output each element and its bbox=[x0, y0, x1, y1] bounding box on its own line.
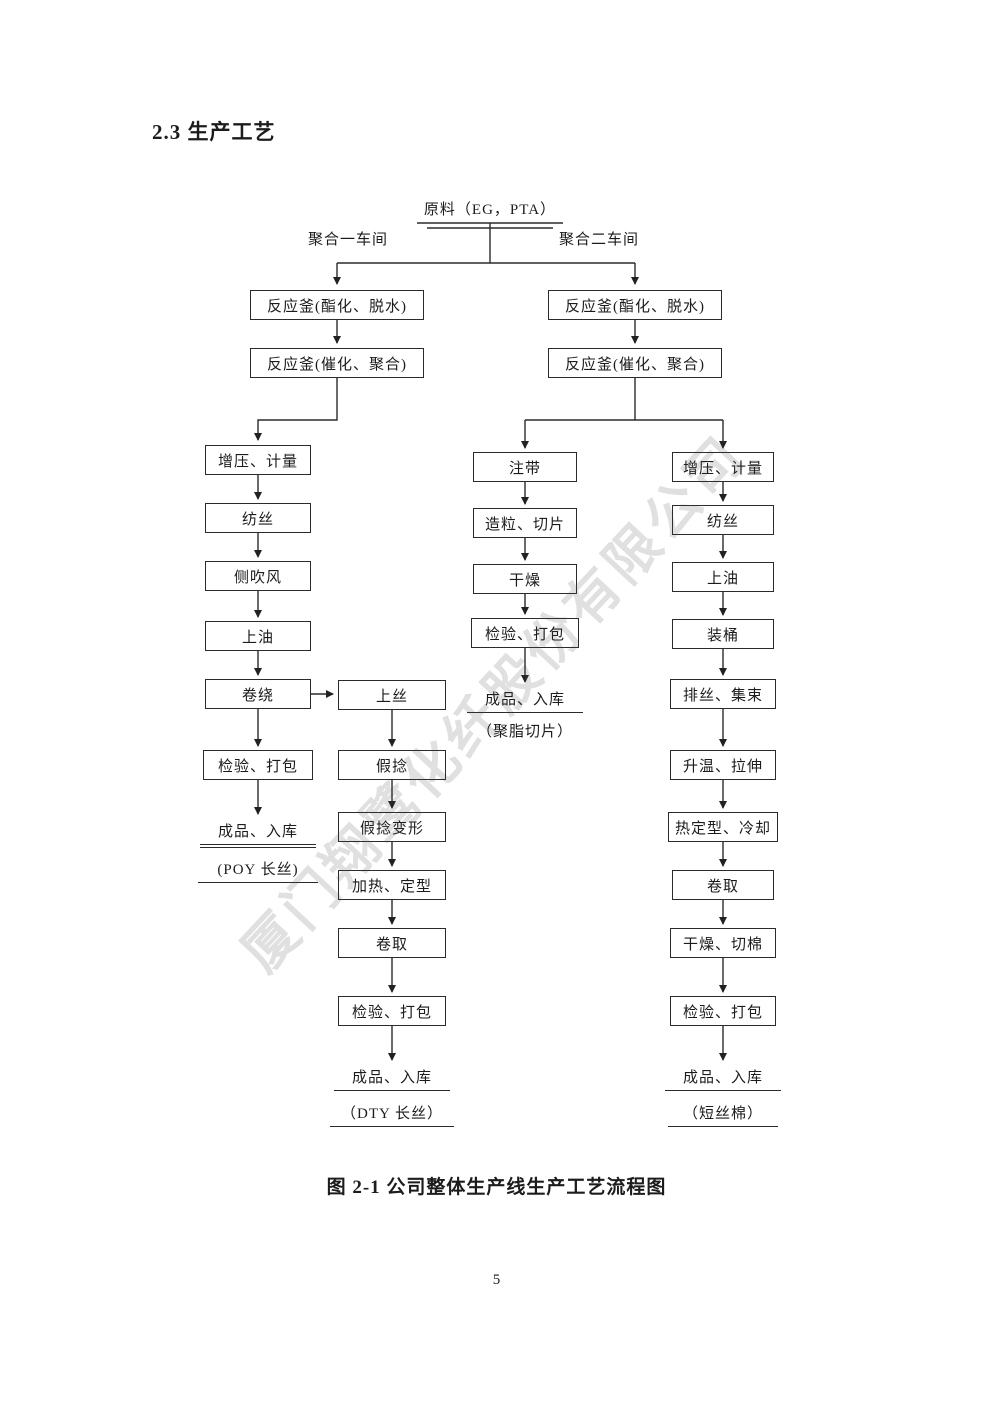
section-title: 2.3 生产工艺 bbox=[152, 120, 276, 144]
node-staple-barreling: 装桶 bbox=[672, 619, 774, 649]
dty-finished-storage-label: 成品、入库 bbox=[334, 1066, 450, 1091]
node-chips-granulate-slice: 造粒、切片 bbox=[473, 508, 577, 538]
node-poy-side-blowing: 侧吹风 bbox=[205, 561, 311, 591]
node-poy-inspect-pack: 检验、打包 bbox=[203, 750, 313, 780]
page-number: 5 bbox=[492, 1272, 501, 1288]
node-dty-texturing: 假捻变形 bbox=[338, 812, 446, 842]
node-staple-dry-cut: 干燥、切棉 bbox=[670, 928, 776, 958]
node-chips-inspect-pack: 检验、打包 bbox=[471, 618, 579, 648]
chips-product-label: （聚脂切片） bbox=[476, 724, 573, 740]
node-poy-oiling: 上油 bbox=[205, 621, 311, 651]
node-staple-heat-stretch: 升温、拉伸 bbox=[670, 750, 776, 780]
node-dty-threading: 上丝 bbox=[338, 680, 446, 710]
node-chips-drying: 干燥 bbox=[473, 564, 577, 594]
node-staple-spinning: 纺丝 bbox=[672, 505, 774, 535]
staple-product-label: （短丝棉） bbox=[668, 1102, 778, 1127]
node-staple-inspect-pack: 检验、打包 bbox=[670, 996, 776, 1026]
chips-finished-storage-label: 成品、入库 bbox=[467, 688, 583, 713]
poy-finished-storage-label: 成品、入库 bbox=[200, 820, 316, 848]
node-dty-inspect-pack: 检验、打包 bbox=[338, 996, 446, 1026]
node-reactor-ester-right: 反应釜(酯化、脱水) bbox=[548, 290, 722, 320]
node-poy-pressurize-meter: 增压、计量 bbox=[205, 445, 311, 475]
node-chips-casting: 注带 bbox=[473, 452, 577, 482]
flow-source-label: 原料（EG，PTA） bbox=[423, 202, 557, 218]
node-poy-spinning: 纺丝 bbox=[205, 503, 311, 533]
node-staple-pressurize-meter: 增压、计量 bbox=[672, 452, 774, 482]
node-dty-heat-setting: 加热、定型 bbox=[338, 870, 446, 900]
dty-product-label: （DTY 长丝） bbox=[330, 1102, 454, 1127]
node-staple-takeup: 卷取 bbox=[672, 870, 774, 900]
node-staple-oiling: 上油 bbox=[672, 562, 774, 592]
node-poy-winding: 卷绕 bbox=[205, 679, 311, 709]
workshop-left-label: 聚合一车间 bbox=[307, 232, 388, 248]
workshop-right-label: 聚合二车间 bbox=[558, 232, 639, 248]
figure-caption: 图 2-1 公司整体生产线生产工艺流程图 bbox=[326, 1177, 667, 1198]
poy-product-label: (POY 长丝) bbox=[198, 858, 318, 883]
node-dty-takeup: 卷取 bbox=[338, 928, 446, 958]
staple-finished-storage-label: 成品、入库 bbox=[665, 1066, 781, 1091]
node-dty-false-twist: 假捻 bbox=[338, 750, 446, 780]
node-staple-laying-bundling: 排丝、集束 bbox=[670, 679, 776, 709]
node-reactor-poly-right: 反应釜(催化、聚合) bbox=[548, 348, 722, 378]
node-reactor-poly-left: 反应釜(催化、聚合) bbox=[250, 348, 424, 378]
node-staple-heatset-cooling: 热定型、冷却 bbox=[668, 812, 778, 842]
node-reactor-ester-left: 反应釜(酯化、脱水) bbox=[250, 290, 424, 320]
